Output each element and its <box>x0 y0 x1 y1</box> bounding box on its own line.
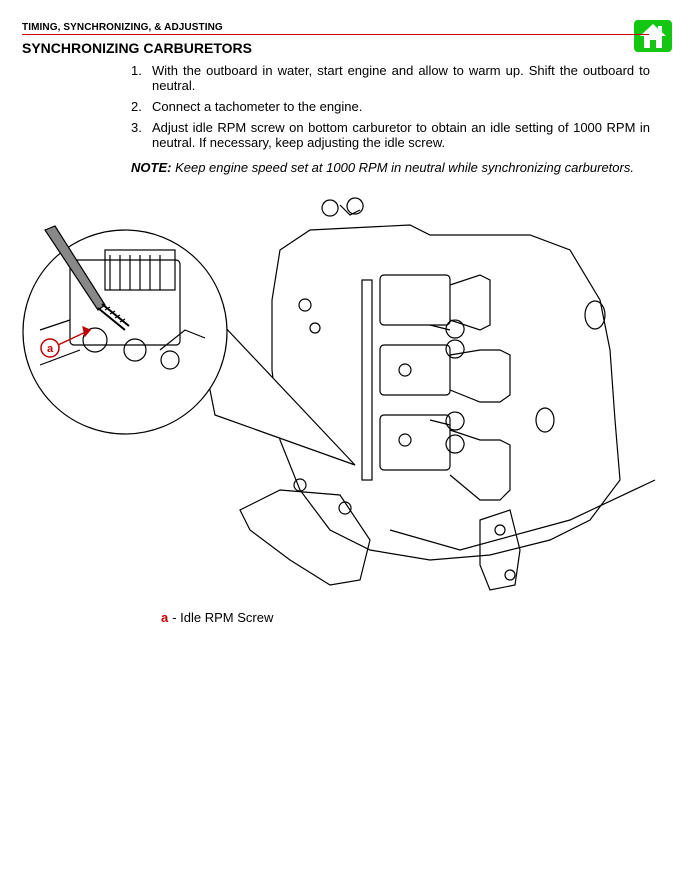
carburetor-bottom <box>379 414 451 471</box>
figure-caption: a- Idle RPM Screw <box>161 610 273 625</box>
step-text: With the outboard in water, start engine… <box>152 63 650 93</box>
bolt <box>293 478 307 492</box>
list-item: 3. Adjust idle RPM screw on bottom carbur… <box>131 120 650 150</box>
bolt <box>309 322 321 334</box>
note-text: Keep engine speed set at 1000 RPM in neu… <box>175 160 634 175</box>
callout-label: a <box>47 343 54 355</box>
step-text: Adjust idle RPM screw on bottom carburet… <box>152 120 650 150</box>
carburetor-top <box>379 274 451 326</box>
bolt <box>398 363 412 377</box>
hose-end <box>535 407 555 433</box>
note-label: NOTE: <box>131 160 172 175</box>
callout-circle <box>40 338 60 358</box>
bolt <box>298 298 312 312</box>
step-number: 3. <box>131 120 142 135</box>
idle-rpm-screw <box>97 303 130 331</box>
step-number: 1. <box>131 63 142 78</box>
bolt <box>494 524 506 536</box>
screwdriver <box>44 225 106 311</box>
hose-clamp <box>321 197 364 217</box>
detail-magnifier <box>22 229 228 435</box>
list-item: 2. Connect a tachometer to the engine. <box>131 99 650 114</box>
detail-carburetor <box>39 249 206 370</box>
hose-clamp <box>429 319 465 359</box>
bolt <box>398 433 412 447</box>
running-head: TIMING, SYNCHRONIZING, & ADJUSTING <box>22 22 223 33</box>
bolt <box>338 501 352 515</box>
header-rule <box>22 34 649 35</box>
section-title: SYNCHRONIZING CARBURETORS <box>22 40 252 56</box>
note: NOTE: Keep engine speed set at 1000 RPM … <box>131 160 661 175</box>
caption-letter: a <box>161 610 169 625</box>
engine-block <box>271 224 621 561</box>
step-number: 2. <box>131 99 142 114</box>
intake-hose <box>449 429 511 501</box>
carburetor-middle <box>379 344 451 396</box>
carburetor-illustration: a <box>22 197 656 591</box>
hose-end <box>584 300 606 330</box>
intake-hose <box>449 349 511 403</box>
home-icon <box>640 24 666 48</box>
cable-bracket <box>479 509 521 591</box>
list-item: 1. With the outboard in water, start engi… <box>131 63 650 93</box>
steps-list: 1. With the outboard in water, start engi… <box>131 63 650 156</box>
callout-arrow <box>82 325 91 338</box>
linkage-rod <box>361 279 373 481</box>
bracket <box>239 489 371 586</box>
bolt <box>504 569 516 581</box>
hose-clamp <box>429 411 465 454</box>
step-text: Connect a tachometer to the engine. <box>152 99 363 114</box>
caption-text: - Idle RPM Screw <box>172 610 274 625</box>
page-header: TIMING, SYNCHRONIZING, & ADJUSTING <box>22 20 672 52</box>
intake-hose <box>449 274 491 331</box>
home-button[interactable] <box>634 20 672 52</box>
control-cable <box>389 479 656 551</box>
